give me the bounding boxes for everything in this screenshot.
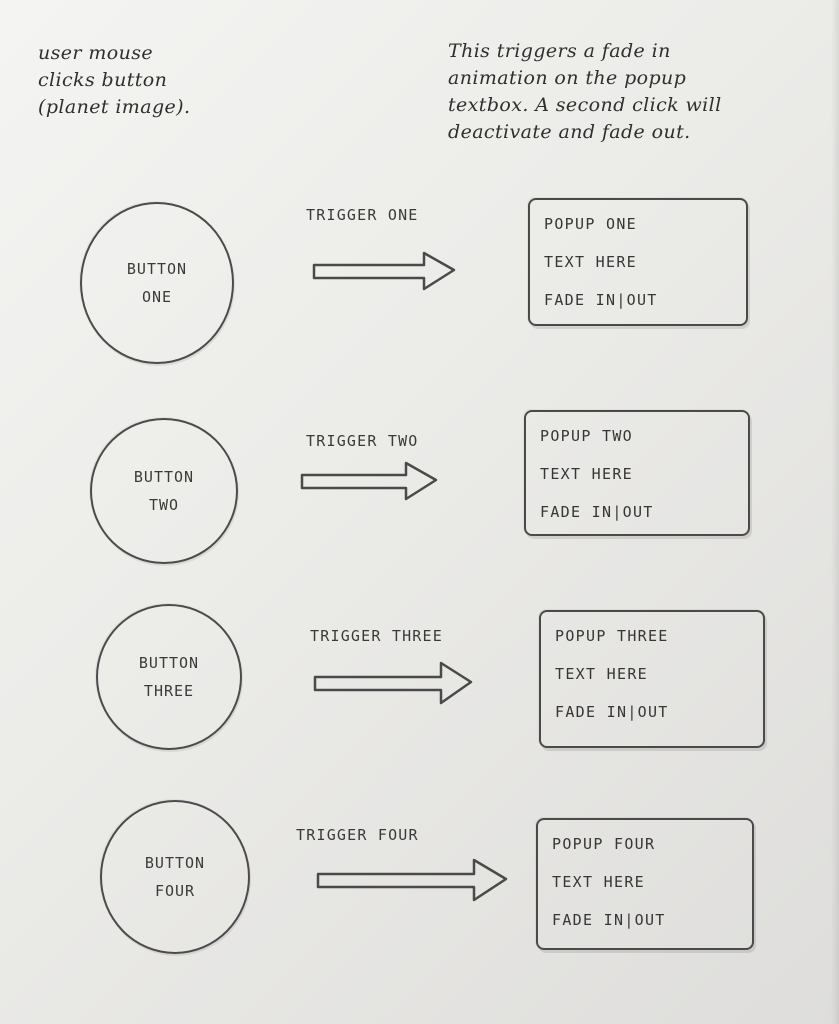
button-one-label-line-1: BUTTON xyxy=(126,260,188,278)
popup-four-line-2: TEXT HERE xyxy=(552,873,645,891)
right-annotation-line-3: textbox. A second click will xyxy=(448,94,722,116)
popup-one-line-1: POPUP ONE xyxy=(544,215,637,233)
button-one-label-line-2: ONE xyxy=(141,288,173,306)
popup-two-line-1: POPUP TWO xyxy=(540,427,633,445)
trigger-two-arrow-icon xyxy=(300,461,438,501)
left-annotation-line-3: (planet image). xyxy=(38,96,191,118)
button-three[interactable]: BUTTON THREE xyxy=(96,604,242,750)
right-annotation: This triggers a fade in animation on the… xyxy=(448,38,798,146)
right-annotation-line-4: deactivate and fade out. xyxy=(448,121,691,143)
button-four-label-line-1: BUTTON xyxy=(144,854,206,872)
button-three-label-line-2: THREE xyxy=(143,682,195,700)
popup-four-line-3: FADE IN|OUT xyxy=(552,911,666,929)
trigger-four-arrow-icon xyxy=(316,858,508,902)
button-three-label-line-1: BUTTON xyxy=(138,654,200,672)
popup-two: POPUP TWO TEXT HERE FADE IN|OUT xyxy=(524,410,750,536)
button-two[interactable]: BUTTON TWO xyxy=(90,418,238,564)
left-annotation-line-2: clicks button xyxy=(38,69,168,91)
popup-four-line-1: POPUP FOUR xyxy=(552,835,656,853)
popup-four: POPUP FOUR TEXT HERE FADE IN|OUT xyxy=(536,818,754,950)
popup-two-line-2: TEXT HERE xyxy=(540,465,633,483)
popup-three-line-1: POPUP THREE xyxy=(555,627,669,645)
button-two-label-line-1: BUTTON xyxy=(133,468,195,486)
popup-three: POPUP THREE TEXT HERE FADE IN|OUT xyxy=(539,610,765,748)
button-one[interactable]: BUTTON ONE xyxy=(80,202,234,364)
popup-one-line-2: TEXT HERE xyxy=(544,253,637,271)
left-annotation-line-1: user mouse xyxy=(38,42,154,64)
popup-one: POPUP ONE TEXT HERE FADE IN|OUT xyxy=(528,198,748,326)
trigger-three-label: TRIGGER THREE xyxy=(310,627,443,645)
trigger-four-label: TRIGGER FOUR xyxy=(296,826,419,844)
popup-three-line-3: FADE IN|OUT xyxy=(555,703,669,721)
right-annotation-line-1: This triggers a fade in xyxy=(448,40,671,62)
trigger-one-label: TRIGGER ONE xyxy=(306,206,419,224)
left-annotation: user mouse clicks button (planet image). xyxy=(38,40,258,121)
trigger-three-arrow-icon xyxy=(313,661,473,705)
trigger-one-arrow-icon xyxy=(312,251,456,291)
popup-three-line-2: TEXT HERE xyxy=(555,665,648,683)
right-annotation-line-2: animation on the popup xyxy=(448,67,687,89)
button-four-label-line-2: FOUR xyxy=(154,882,196,900)
button-four[interactable]: BUTTON FOUR xyxy=(100,800,250,954)
popup-two-line-3: FADE IN|OUT xyxy=(540,503,654,521)
trigger-two-label: TRIGGER TWO xyxy=(306,432,419,450)
popup-one-line-3: FADE IN|OUT xyxy=(544,291,658,309)
button-two-label-line-2: TWO xyxy=(148,496,180,514)
